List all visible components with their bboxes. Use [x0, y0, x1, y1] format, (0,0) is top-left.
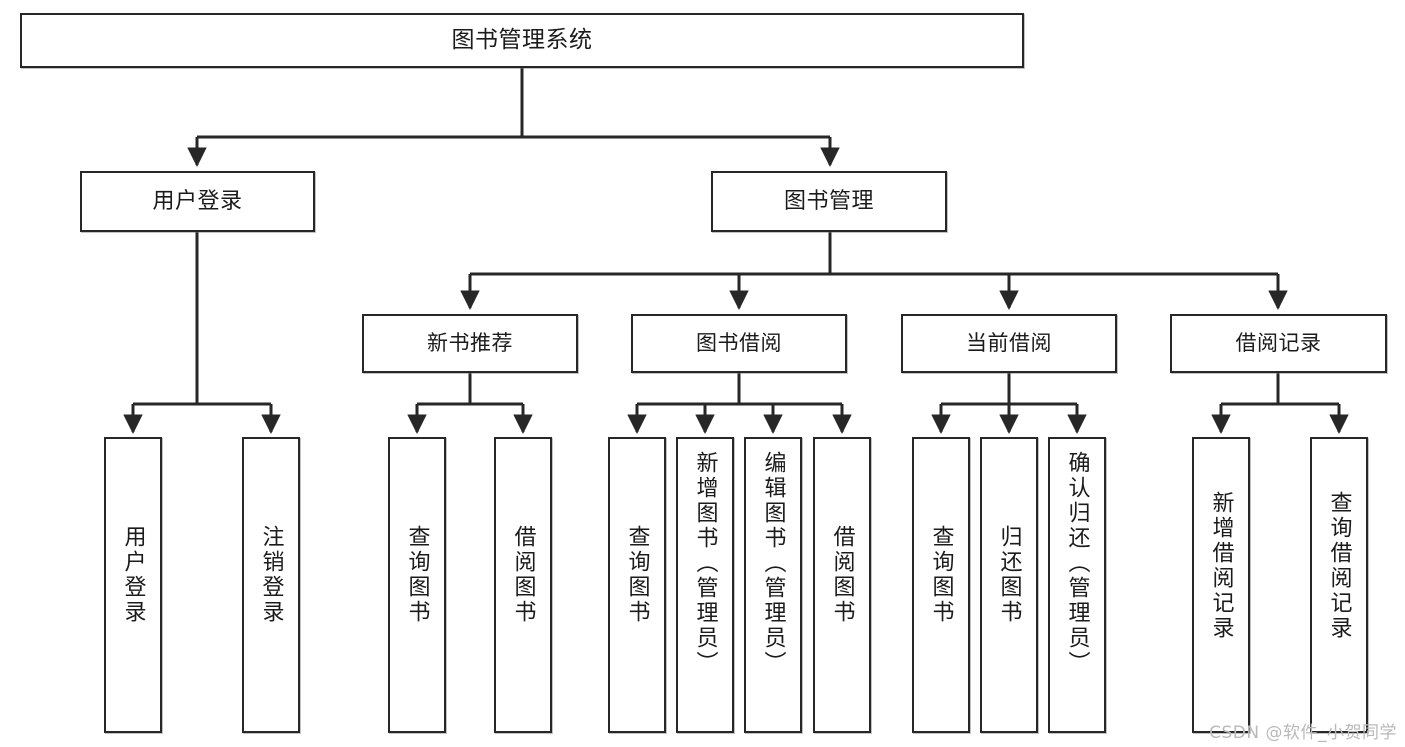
leaf-logout-login[interactable]: 注销登录: [242, 437, 300, 733]
leaf-user-login[interactable]: 用户登录: [104, 437, 162, 733]
leaf-edit-book-admin[interactable]: 编辑图书（管理员）: [744, 437, 802, 733]
node-label: 图书管理: [783, 188, 874, 214]
node-label: 借阅图书: [829, 525, 855, 625]
leaf-query-book-recommend[interactable]: 查询图书: [388, 437, 446, 733]
node-borrow-records[interactable]: 借阅记录: [1170, 314, 1387, 373]
node-label: 查询借阅记录: [1326, 491, 1352, 641]
node-book-management[interactable]: 图书管理: [711, 171, 947, 232]
node-label: 确认归还（管理员）: [1064, 451, 1090, 676]
watermark-text: CSDN @软件_小贺同学: [1209, 723, 1397, 743]
node-new-book-recommend[interactable]: 新书推荐: [362, 314, 578, 373]
leaf-confirm-return-admin[interactable]: 确认归还（管理员）: [1048, 437, 1106, 733]
node-label: 用户登录: [152, 188, 243, 214]
node-label: 查询图书: [624, 525, 650, 625]
node-label: 注销登录: [258, 525, 284, 625]
leaf-add-book-admin[interactable]: 新增图书（管理员）: [676, 437, 734, 733]
node-label: 用户登录: [120, 525, 146, 625]
leaf-query-book-borrow[interactable]: 查询图书: [608, 437, 666, 733]
node-current-borrow[interactable]: 当前借阅: [901, 314, 1117, 373]
node-label: 归还图书: [996, 525, 1022, 625]
node-book-borrow[interactable]: 图书借阅: [631, 314, 847, 373]
node-label: 查询图书: [928, 525, 954, 625]
leaf-query-book-current[interactable]: 查询图书: [912, 437, 970, 733]
node-label: 当前借阅: [966, 331, 1052, 356]
node-label: 新书推荐: [427, 331, 513, 356]
node-label: 借阅图书: [510, 525, 536, 625]
leaf-return-book[interactable]: 归还图书: [980, 437, 1038, 733]
leaf-borrow-book[interactable]: 借阅图书: [813, 437, 871, 733]
node-root-system[interactable]: 图书管理系统: [20, 13, 1024, 68]
node-label: 借阅记录: [1235, 331, 1322, 356]
node-label: 新增图书（管理员）: [692, 451, 718, 676]
node-label: 编辑图书（管理员）: [760, 451, 786, 676]
leaf-query-borrow-record[interactable]: 查询借阅记录: [1310, 437, 1368, 733]
node-label: 新增借阅记录: [1208, 491, 1234, 641]
leaf-add-borrow-record[interactable]: 新增借阅记录: [1192, 437, 1250, 733]
node-label: 图书借阅: [696, 331, 782, 356]
node-user-login[interactable]: 用户登录: [80, 171, 315, 232]
node-label: 查询图书: [404, 525, 430, 625]
node-label: 图书管理系统: [451, 26, 593, 53]
leaf-borrow-book-recommend[interactable]: 借阅图书: [494, 437, 552, 733]
